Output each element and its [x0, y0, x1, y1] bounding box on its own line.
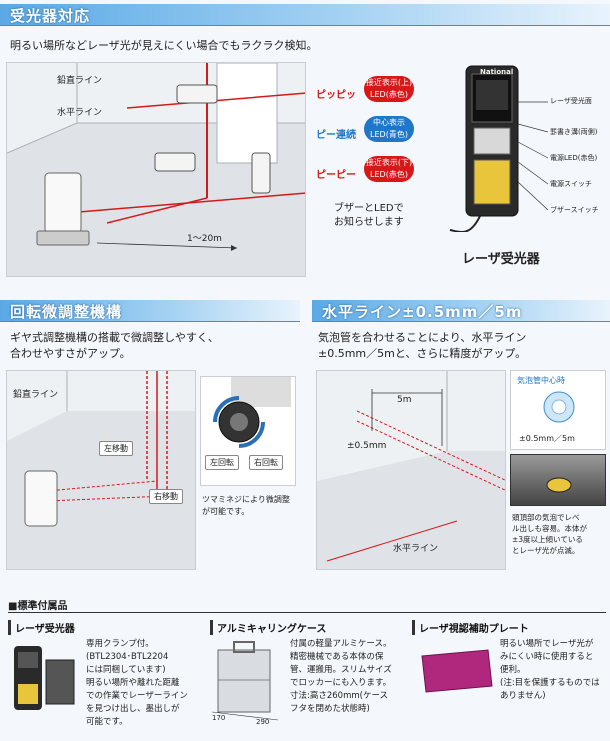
adjust-scene: [7, 371, 195, 569]
bubble-vial-panel: 気泡管中心時 ±0.5mm／5m: [510, 370, 606, 450]
receiver-detail: ピッピッ 接近表示(上) LED(赤色) ピー連続 中心表示 LED(青色) ピ…: [312, 62, 608, 277]
bubble-title: 気泡管中心時: [517, 376, 565, 385]
product-name: レーザ受光器: [462, 252, 540, 267]
callout-window: レーザ受光面: [550, 97, 592, 105]
section3-header: 水平ライン±0.5mm／5m: [312, 300, 610, 322]
callout-power-switch: 電源スイッチ: [550, 180, 592, 188]
knob-graphic: [213, 377, 291, 448]
level-scene: [317, 371, 505, 569]
level-tolerance: ±0.5mm: [347, 441, 387, 451]
callout-power-led: 電源LED(赤色): [550, 154, 598, 162]
section1-lead: 明るい場所などレーザ光が見えにくい場合でもラクラク検知。: [10, 39, 318, 52]
section1-title: 受光器対応: [10, 7, 91, 25]
aluminum-case-icon: [211, 641, 279, 721]
move-right-tag: 右移動: [149, 489, 183, 504]
accessory-desc-case: 付属の軽量アルミケース。 精密機械である本体の保 管、運搬用。スリムサイズ でロ…: [290, 639, 392, 714]
vertical-line-label: 鉛直ライン: [57, 76, 103, 86]
accessory-name-plate: レーザ視認補助プレート: [412, 620, 529, 635]
section2-lead: ギヤ式調整機構の搭載で微調整しやすく、 合わせやすさがアップ。: [10, 331, 219, 360]
notice-text: ブザーとLEDで お知らせします: [334, 203, 404, 228]
accessories-title: ■標準付属品: [8, 601, 68, 612]
move-left-tag: 左移動: [99, 441, 133, 456]
bubble-note: 頭頂部の気泡でレベ ル出しも容易。本体が ±3度以上傾いている とレーザ光が点滅…: [512, 513, 587, 555]
section2-title: 回転微調整機構: [10, 303, 123, 321]
laser-viewing-plate-icon: [421, 649, 493, 693]
case-width: 290: [256, 718, 270, 726]
led-center-bubble: 中心表示 LED(青色): [364, 116, 414, 142]
led-upper-bubble: 接近表示(上) LED(赤色): [364, 76, 414, 102]
led-lower-bubble: 接近表示(下) LED(赤色): [364, 156, 414, 182]
section2-room-illustration: 鉛直ライン 左移動 右移動: [6, 370, 196, 570]
section3-lead: 気泡管を合わせることにより、水平ライン ±0.5mm／5mと、さらに精度がアップ…: [318, 331, 527, 360]
vertical-line-label-2: 鉛直ライン: [13, 390, 59, 400]
horizontal-line-label-3: 水平ライン: [393, 544, 439, 554]
section1-header: 受光器対応: [0, 4, 610, 26]
accessory-desc-receiver: 専用クランプ付。 (BTL2304･BTL2204 には同梱しています) 明るい…: [86, 639, 188, 727]
room-scene: [7, 63, 305, 276]
device-brand: National: [480, 68, 514, 76]
distance-label: 1～20m: [187, 234, 222, 244]
callout-groove: 罫書き溝(両側): [550, 128, 598, 136]
knob-caption: ツマミネジにより微調整 が可能です。: [202, 495, 290, 516]
sound-beep: ピッピッ: [316, 90, 356, 101]
section3-title: 水平ライン±0.5mm／5m: [322, 303, 523, 321]
sound-continuous: ピー連続: [316, 130, 356, 141]
receiver-device: [449, 65, 549, 232]
rotate-left-tag: 左回転: [205, 455, 239, 470]
accessory-name-receiver: レーザ受光器: [8, 620, 75, 635]
case-height: 170: [212, 714, 226, 722]
sound-bi: ピーピー: [316, 170, 356, 181]
level-distance: 5m: [397, 395, 412, 405]
knob-illustration: 左回転 右回転: [200, 376, 296, 486]
section1-room-illustration: 鉛直ライン 水平ライン 1～20m: [6, 62, 306, 277]
receiver-clamp-icon: [14, 646, 75, 710]
horizontal-line-label: 水平ライン: [57, 108, 103, 118]
section2-header: 回転微調整機構: [0, 300, 300, 322]
accessories-divider: [8, 612, 606, 613]
accessory-desc-plate: 明るい場所でレーザ光が みにくい時に使用すると 便利。 (注:目を保護するもので…: [500, 639, 600, 701]
section3-room-illustration: 5m ±0.5mm 水平ライン: [316, 370, 506, 570]
bubble-vial-photo-icon: [546, 477, 572, 493]
callout-buzzer-switch: ブザースイッチ: [550, 206, 599, 214]
bubble-photo: [510, 454, 606, 506]
accessory-name-case: アルミキャリングケース: [210, 620, 326, 635]
rotate-right-tag: 右回転: [249, 455, 283, 470]
bubble-vial-icon: [543, 391, 575, 423]
bubble-value: ±0.5mm／5m: [519, 434, 575, 443]
